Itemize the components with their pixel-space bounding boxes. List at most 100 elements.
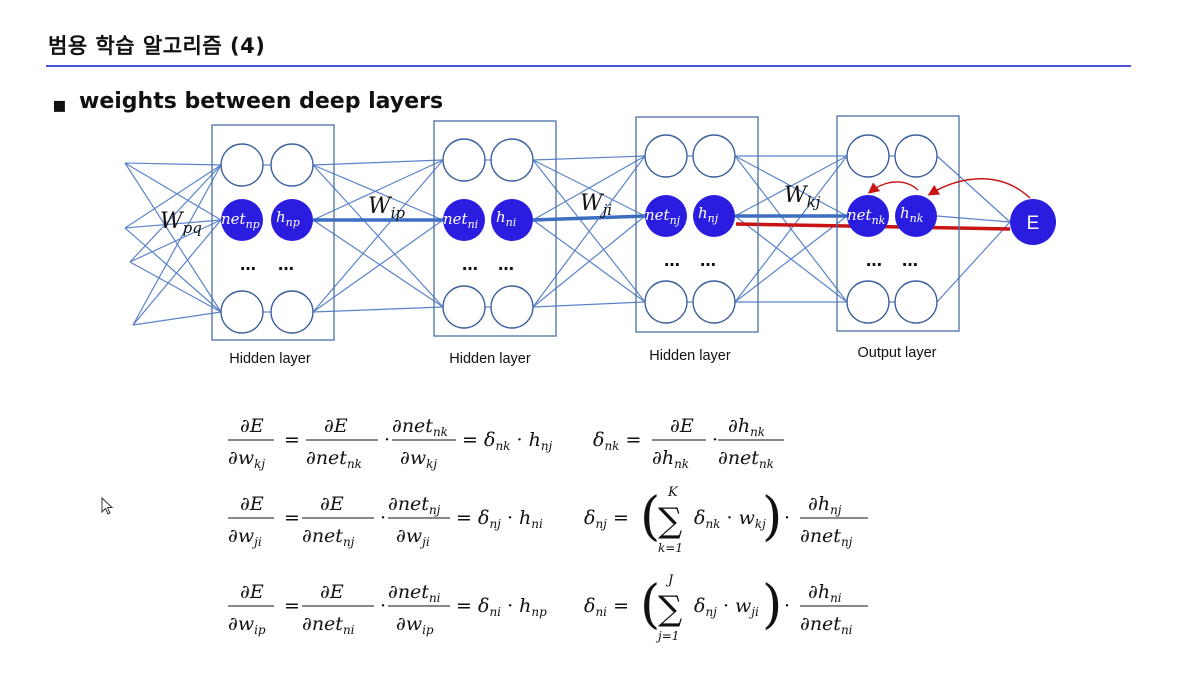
svg-text:j=1: j=1 xyxy=(655,629,679,643)
svg-text:=: = xyxy=(284,429,300,451)
svg-text:∂hnk: ∂hnk xyxy=(652,447,689,471)
svg-text:·: · xyxy=(712,429,718,451)
ellipsis-2-2: … xyxy=(498,255,514,274)
svg-text:·: · xyxy=(784,595,790,617)
svg-text:=: = xyxy=(462,429,478,451)
svg-text:): ) xyxy=(762,487,782,547)
layer-label-1: Hidden layer xyxy=(229,351,311,367)
svg-text:∑: ∑ xyxy=(658,589,682,629)
neuron-4-top-1 xyxy=(846,134,890,178)
svg-text:=: = xyxy=(284,595,300,617)
net-node-3 xyxy=(645,195,687,237)
svg-text:∂netnk: ∂netnk xyxy=(392,415,448,439)
neuron-4-top-2 xyxy=(894,134,938,178)
svg-text:·: · xyxy=(380,507,386,529)
layer-box-3 xyxy=(635,116,759,333)
svg-text:∂netni: ∂netni xyxy=(800,613,853,637)
neuron-3-bottom-2 xyxy=(692,280,736,324)
slide-title: 범용 학습 알고리즘 (4) xyxy=(48,34,266,58)
svg-text:∂netnk: ∂netnk xyxy=(718,447,774,471)
neuron-2-top-2 xyxy=(490,138,534,182)
svg-text:(: ( xyxy=(640,575,660,635)
svg-text:δnk =: δnk = xyxy=(593,429,641,453)
svg-text:∂E: ∂E xyxy=(240,581,264,603)
net-node-4 xyxy=(847,195,889,237)
bullet-marker: ▪ xyxy=(52,93,67,118)
layer-label-2: Hidden layer xyxy=(449,351,531,367)
svg-text:): ) xyxy=(762,575,782,635)
neuron-1-bottom-1 xyxy=(220,290,264,334)
equation-dE-dwip: ∂E∂wip = ∂E∂netni · ∂netni∂wip = δni · h… xyxy=(228,570,878,651)
svg-text:δnj · wji: δnj · wji xyxy=(694,595,759,619)
neuron-3-top-1 xyxy=(644,134,688,178)
h-node-2 xyxy=(491,199,533,241)
svg-text:k=1: k=1 xyxy=(658,541,683,555)
svg-text:∂wip: ∂wip xyxy=(228,613,266,637)
svg-text:∂netnj: ∂netnj xyxy=(800,525,853,549)
weight-label-kj: Wkj xyxy=(784,183,821,211)
neuron-2-bottom-2 xyxy=(490,285,534,329)
neuron-4-bottom-2 xyxy=(894,280,938,324)
layer-box-2 xyxy=(433,120,557,337)
svg-text:·: · xyxy=(380,595,386,617)
svg-text:∂wkj: ∂wkj xyxy=(400,447,437,471)
layer-label-3: Hidden layer xyxy=(649,348,731,364)
error-node-label: E xyxy=(1027,213,1040,234)
svg-text:(: ( xyxy=(640,487,660,547)
svg-text:=: = xyxy=(456,507,472,529)
svg-text:∂E: ∂E xyxy=(320,581,344,603)
svg-text:δnk · wkj: δnk · wkj xyxy=(694,507,766,531)
svg-text:=: = xyxy=(456,595,472,617)
svg-text:∂E: ∂E xyxy=(320,493,344,515)
nodes xyxy=(220,134,1056,334)
equation-dE-dwji: ∂E∂wji = ∂E∂netnj · ∂netnj∂wji = δnj · h… xyxy=(228,482,878,563)
equation-dE-dwkj: ∂E∂wkj = ∂E∂netnk · ∂netnk∂wkj = δnk · h… xyxy=(228,410,788,477)
svg-text:∂hnk: ∂hnk xyxy=(728,415,765,439)
neuron-1-top-1 xyxy=(220,143,264,187)
h-node-1 xyxy=(271,199,313,241)
layer-box-4 xyxy=(836,115,960,332)
ellipsis-3-1: … xyxy=(664,251,680,270)
ellipsis-1-2: … xyxy=(278,255,294,274)
svg-text:∂E: ∂E xyxy=(240,493,264,515)
error-node xyxy=(1010,199,1056,245)
svg-text:∂netnj: ∂netnj xyxy=(388,493,441,517)
weight-label-ip: Wip xyxy=(368,194,405,222)
neuron-2-top-1 xyxy=(442,138,486,182)
backprop-arrow-2 xyxy=(867,181,919,194)
neuron-4-bottom-1 xyxy=(846,280,890,324)
mouse-cursor-icon xyxy=(101,497,114,515)
svg-text:∂hnj: ∂hnj xyxy=(808,493,842,517)
ellipsis-1-1: … xyxy=(240,255,256,274)
neuron-2-bottom-1 xyxy=(442,285,486,329)
svg-text:∂wji: ∂wji xyxy=(396,525,430,549)
svg-text:K: K xyxy=(667,485,679,500)
h-node-4 xyxy=(895,195,937,237)
weight-label-ji: Wji xyxy=(580,191,612,219)
svg-text:δnj =: δnj = xyxy=(584,507,629,531)
neuron-3-bottom-1 xyxy=(644,280,688,324)
bullet-text: weights between deep layers xyxy=(79,89,444,114)
connections xyxy=(124,155,1011,326)
neuron-1-top-2 xyxy=(270,143,314,187)
backprop-arrow-1 xyxy=(927,178,1031,199)
neuron-3-top-2 xyxy=(692,134,736,178)
svg-text:δni =: δni = xyxy=(584,595,629,619)
layer-boxes xyxy=(211,115,960,341)
svg-text:∂E: ∂E xyxy=(240,415,264,437)
svg-text:∂wip: ∂wip xyxy=(396,613,434,637)
ellipsis-3-2: … xyxy=(700,251,716,270)
ellipsis-2-1: … xyxy=(462,255,478,274)
net-node-1 xyxy=(221,199,263,241)
svg-text:∂E: ∂E xyxy=(670,415,694,437)
net-node-2 xyxy=(443,199,485,241)
svg-text:δnk · hnj: δnk · hnj xyxy=(484,429,553,453)
title-rule xyxy=(46,65,1131,67)
svg-text:·: · xyxy=(784,507,790,529)
neuron-1-bottom-2 xyxy=(270,290,314,334)
h-node-3 xyxy=(693,195,735,237)
svg-text:∂E: ∂E xyxy=(324,415,348,437)
svg-text:∂netni: ∂netni xyxy=(388,581,441,605)
